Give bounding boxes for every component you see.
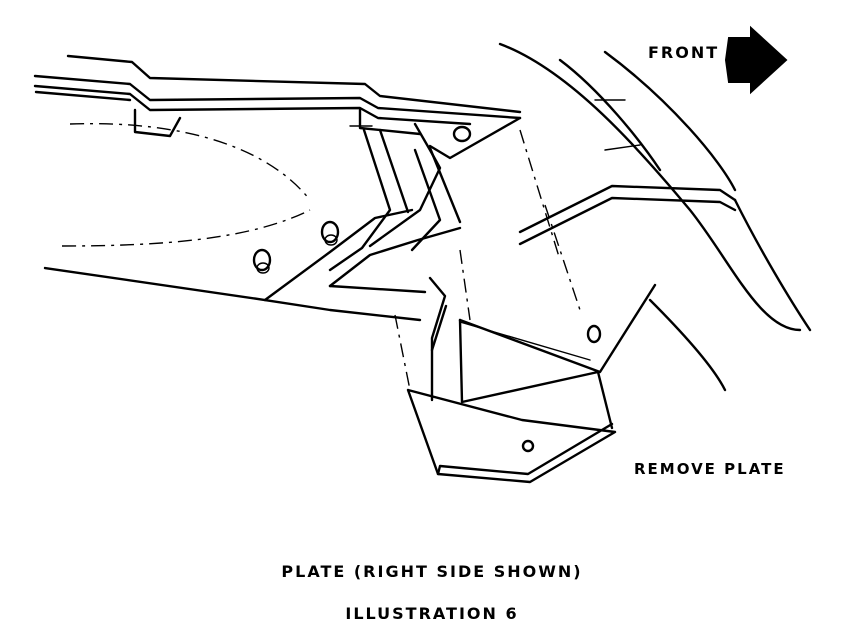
frame-hole xyxy=(452,125,472,143)
arrow-right-icon xyxy=(724,25,788,95)
body-panel xyxy=(498,42,812,392)
caption-title: PLATE (RIGHT SIDE SHOWN) xyxy=(281,562,583,581)
illustration-number: ILLUSTRATION 6 xyxy=(345,604,519,623)
remove-plate-label: REMOVE PLATE xyxy=(634,460,786,478)
bolt-studs xyxy=(252,125,472,274)
stud-right xyxy=(320,220,340,246)
plate-bracket xyxy=(394,249,657,484)
stud-left xyxy=(252,248,272,274)
front-label: FRONT xyxy=(648,43,720,62)
frame-rail xyxy=(33,54,581,322)
